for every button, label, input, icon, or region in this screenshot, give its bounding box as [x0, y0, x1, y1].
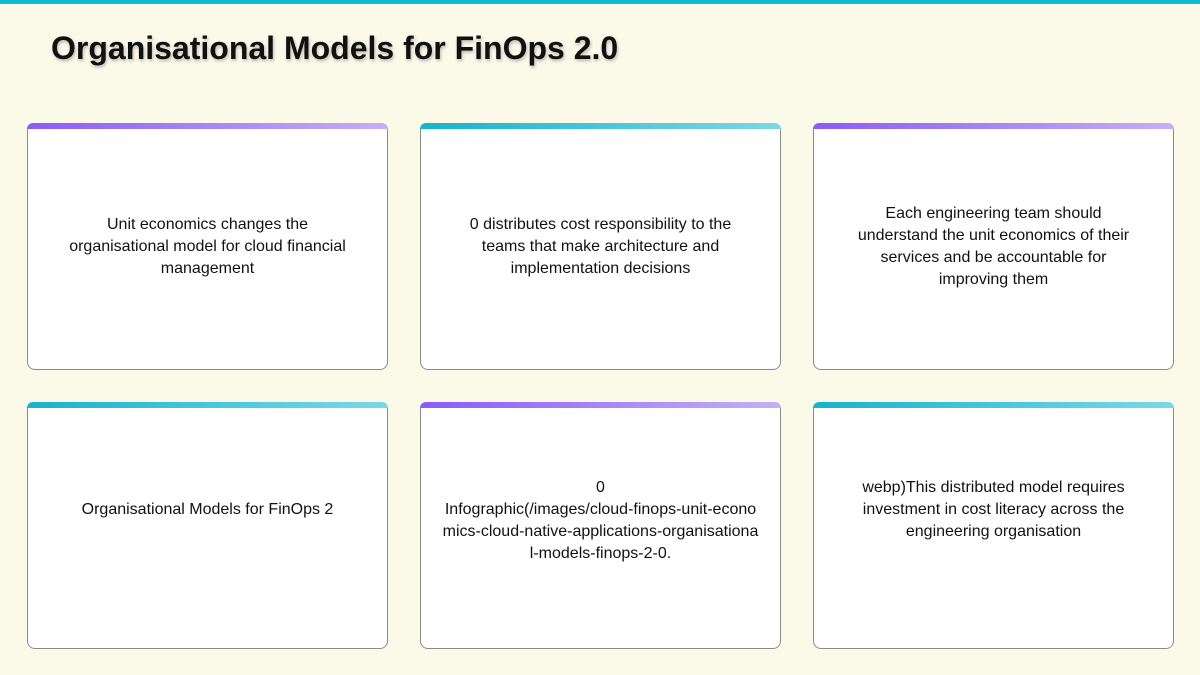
page-title: Organisational Models for FinOps 2.0 — [51, 30, 619, 66]
card-text-line1: 0 — [596, 478, 605, 496]
card-accent-bar — [27, 123, 388, 129]
card-text: Organisational Models for FinOps 2 — [81, 500, 334, 518]
card-unit-economics: Unit economics changes the organisationa… — [27, 123, 388, 370]
card-accent-bar — [813, 402, 1174, 408]
card-cost-literacy: webp)This distributed model requires inv… — [813, 402, 1174, 649]
card-accent-bar — [27, 402, 388, 408]
card-text-line2: Infographic(/images/cloud-finops-unit-ec… — [442, 500, 759, 562]
top-accent-bar — [0, 0, 1200, 4]
card-text: Unit economics changes the organisationa… — [69, 215, 346, 277]
card-models-heading: Organisational Models for FinOps 2 — [27, 402, 388, 649]
card-text: webp)This distributed model requires inv… — [862, 478, 1125, 540]
card-distributed-responsibility: 0 distributes cost responsibility to the… — [420, 123, 781, 370]
card-accent-bar — [420, 123, 781, 129]
card-text: 0 distributes cost responsibility to the… — [469, 215, 732, 277]
card-text: Each engineering team should understand … — [857, 204, 1130, 288]
card-accent-bar — [420, 402, 781, 408]
card-team-accountability: Each engineering team should understand … — [813, 123, 1174, 370]
card-accent-bar — [813, 123, 1174, 129]
